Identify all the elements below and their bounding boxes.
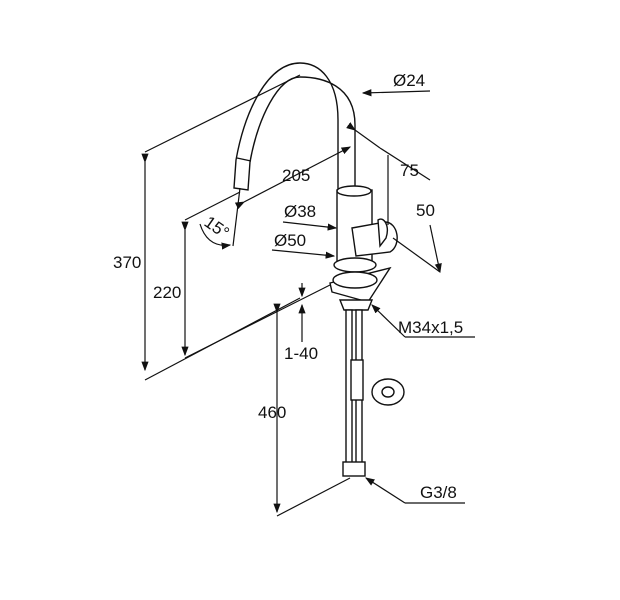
weight-sleeve [350, 359, 364, 401]
body-top [336, 185, 372, 197]
thread-nut [338, 299, 374, 311]
connector [342, 461, 366, 477]
label-d24: Ø24 [393, 71, 425, 90]
label-d50: Ø50 [274, 231, 306, 250]
label-75: 75 [400, 161, 419, 180]
label-370: 370 [113, 253, 141, 272]
angle-arc [199, 223, 232, 250]
leader-g38 [364, 477, 406, 504]
lever-tab [377, 218, 388, 248]
hose-weight-hole [381, 386, 395, 398]
faucet-drawing [233, 62, 405, 477]
dim-50 [429, 224, 442, 274]
label-g38: G3/8 [420, 483, 457, 502]
base-flange [332, 271, 378, 289]
label-15deg: 15° [201, 212, 233, 242]
label-1-40: 1-40 [284, 344, 318, 363]
label-50: 50 [416, 201, 435, 220]
label-thread: M34x1,5 [398, 318, 463, 337]
dim-50-ext [392, 237, 441, 273]
leader-d38 [282, 221, 338, 231]
lever-handle [351, 221, 398, 257]
base-ring [333, 257, 377, 273]
leader-thread [371, 304, 406, 338]
label-d38: Ø38 [284, 202, 316, 221]
label-205: 205 [282, 166, 310, 185]
dim-75 [346, 122, 381, 149]
dim-205 [234, 146, 352, 210]
leader-d24 [361, 89, 431, 97]
label-220: 220 [153, 283, 181, 302]
dimension-lines [141, 74, 475, 517]
leader-d50 [271, 249, 336, 259]
label-460: 460 [258, 403, 286, 422]
